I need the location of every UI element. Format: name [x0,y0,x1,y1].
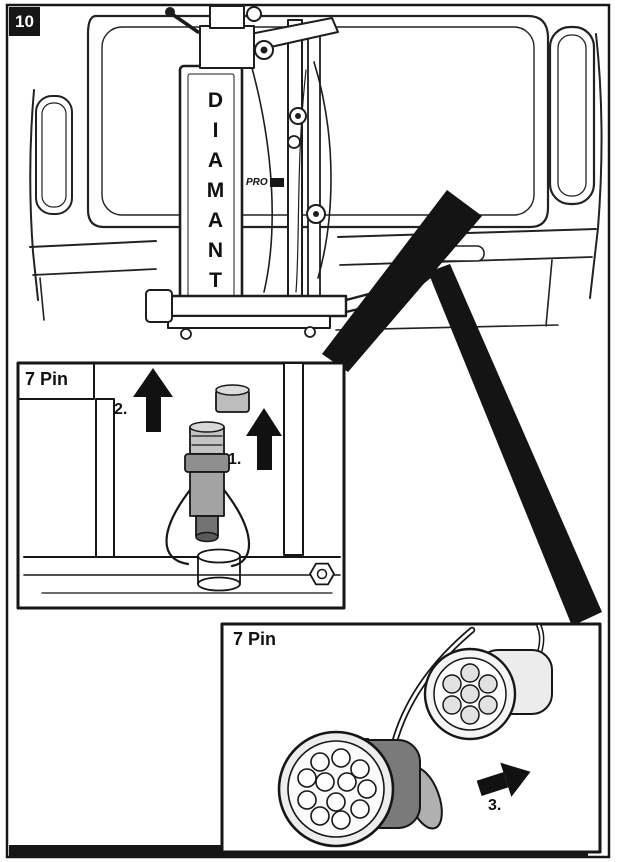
plug-pin [337,772,357,792]
carrier-cable-thin [295,69,307,293]
socket-pin-holes [442,663,498,725]
step-number-badge: 10 [9,7,40,36]
plug-rib-lines [191,435,223,446]
inset-connector [220,622,602,854]
plug-pin [315,772,335,792]
inset1-label-box [17,362,95,400]
plug-pin [357,779,377,799]
step-2-up-arrow-icon [133,368,173,432]
plug-pin [350,759,370,779]
bike-carrier-illustration [145,5,436,340]
arrow1-head [246,408,282,436]
plug-top-ellipse [189,421,225,433]
base-foot-right [304,326,316,338]
socket-holder-top [197,548,241,564]
plug-pin [310,752,330,772]
plug-pin [331,748,351,768]
base-plate [156,294,348,318]
right-pillar [283,362,304,556]
clamp-bolt [246,6,262,22]
inset2-title: 7 Pin [233,629,277,649]
side-knob-2 [287,135,301,149]
base-plate-lower [167,315,331,329]
socket-hole [478,674,498,694]
plug-pin [310,806,330,826]
right-tail-light [548,25,596,206]
plug-pin [326,792,346,812]
plug-pin [350,799,370,819]
callout-wedge-to-inset2 [428,264,602,626]
clamp-knob-dot [260,46,268,54]
left-pillar [95,398,115,558]
inset-under-bumper [16,361,346,610]
socket-holder-bottom [197,576,241,592]
callout-wedge-to-inset1 [322,190,482,372]
right-tail-light-inner [557,34,587,197]
carrier-rear-tube-2 [307,27,321,301]
carrier-model-label: PRO [246,177,284,188]
arrow3-shaft [476,772,509,797]
carrier-brand-label: DIAMANT [204,89,227,299]
tension-lever [170,12,200,34]
step-1-label: 1. [228,451,242,468]
plug-tip-cap [195,531,219,543]
socket-hole [442,695,462,715]
socket-hole [442,674,462,694]
step-2-label: 2. [114,401,128,418]
plug-pin [297,790,317,810]
socket-holder-sides [197,555,241,585]
arrow2-shaft [146,397,161,432]
plug-body [189,471,225,517]
left-tail-light-inner [41,102,67,208]
arrow1-shaft [257,436,272,470]
left-body-edge [29,89,39,301]
base-foot-left [180,328,192,340]
plug-cable-inner [392,628,474,746]
plug-pin-circles [297,748,377,830]
carrier-model-badge [269,178,284,187]
cable-pulley-dot [313,211,319,217]
hex-bolt-center [316,568,328,580]
connector-cable-right [222,488,251,568]
plug-collar [184,453,230,473]
carrier-cables [251,61,332,293]
socket-hole [478,695,498,715]
step-1-up-arrow-icon [246,408,282,470]
protective-cap-top [215,384,250,396]
side-knob-1-dot [295,113,301,119]
top-clamp-cap [209,5,245,29]
connector-cable-left [165,488,192,566]
hex-bolt [309,562,335,586]
lever-knob [165,7,175,17]
carrier-model-text: PRO [246,177,268,188]
top-clamp [199,25,255,69]
socket-hole [460,684,480,704]
step-3-label: 3. [488,797,502,814]
right-body-edge [589,33,603,299]
socket-hole [460,663,480,683]
socket-hole [460,705,480,725]
left-tail-light [35,95,73,215]
arrow2-head [133,368,173,397]
inset1-title: 7 Pin [25,369,69,389]
plug-pin [331,810,351,830]
plug-pin [297,768,317,788]
arrow3-head [500,762,531,797]
step-3-right-arrow-icon [476,762,531,797]
left-bracket [145,289,173,323]
